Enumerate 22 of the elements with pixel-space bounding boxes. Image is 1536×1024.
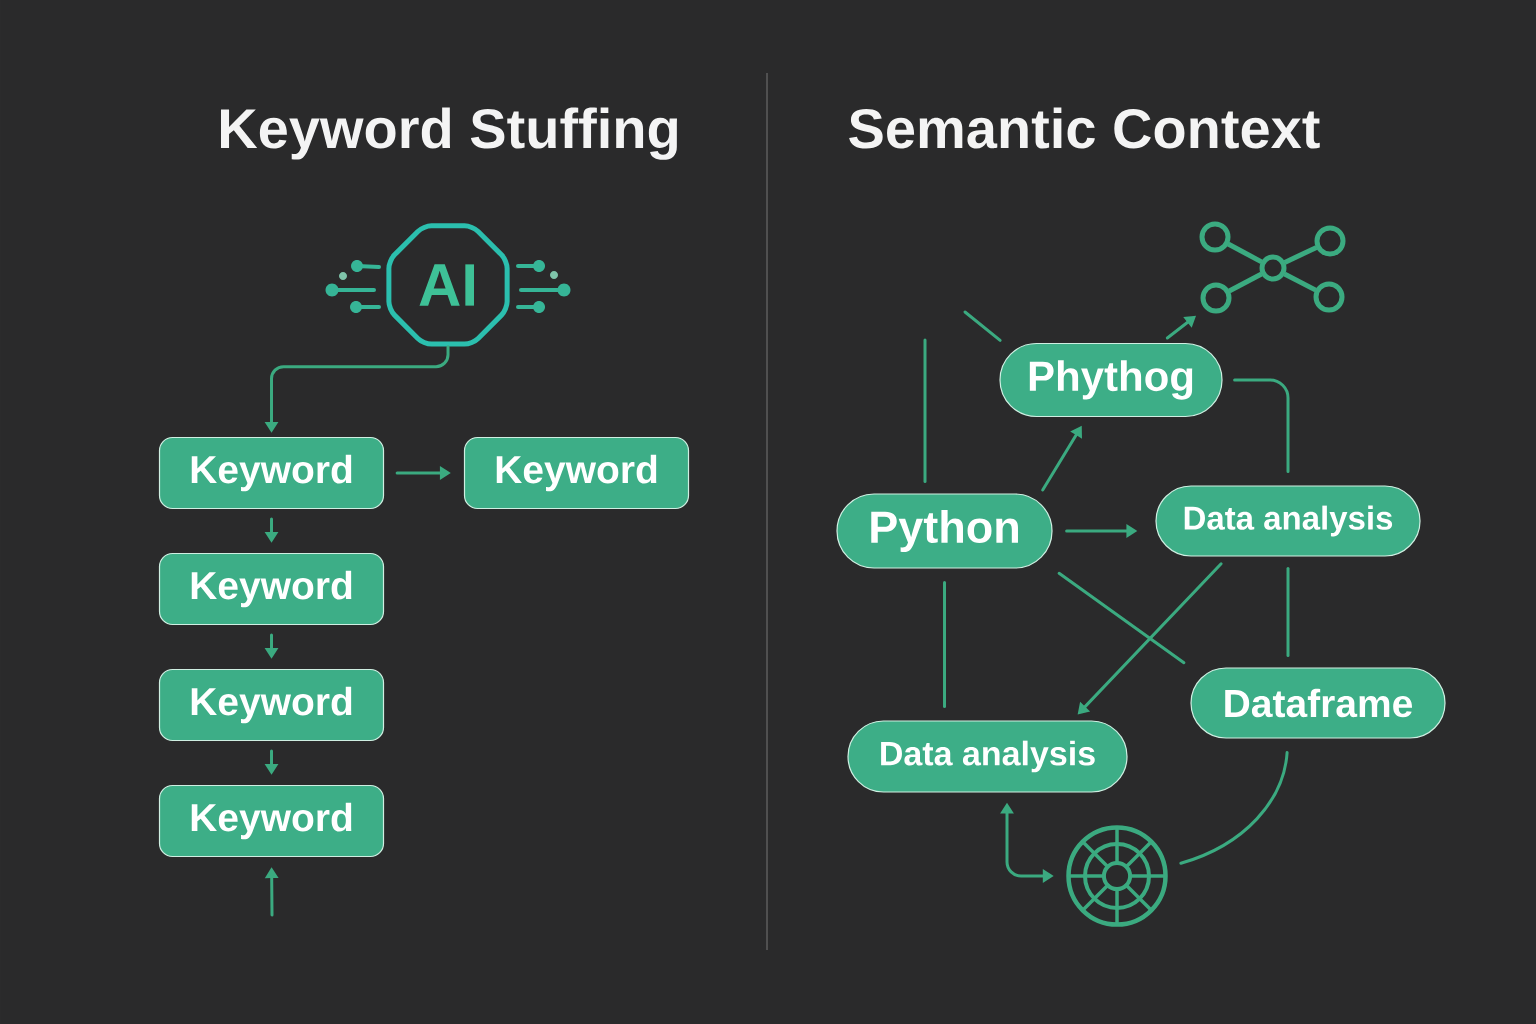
rounded-box: Keyword (158, 784, 385, 858)
connector-line (1057, 571, 1186, 665)
heading: Keyword Stuffing (221, 107, 677, 160)
rounded-box: Keyword (158, 436, 385, 510)
connector-line (923, 338, 927, 483)
rounded-box: Keyword (463, 436, 690, 510)
connector-line (1233, 378, 1290, 473)
pill-box: Data analysis (847, 720, 1128, 793)
heading: Semantic Context (849, 107, 1320, 149)
pill-box: Python (836, 493, 1053, 569)
rounded-box: Keyword (158, 552, 385, 626)
connector-line (1179, 751, 1289, 865)
pill-box: Dataframe (1190, 667, 1446, 739)
rounded-box: Keyword (158, 668, 385, 742)
connector-line (963, 310, 1002, 342)
network-icon (1199, 221, 1346, 314)
connector-line (1286, 567, 1290, 657)
connector-line (943, 581, 946, 708)
wheel-icon (1066, 825, 1168, 927)
octagon-node: AI (386, 223, 510, 347)
pill-box: Data analysis (1155, 485, 1421, 557)
pill-box: Phythog (999, 342, 1223, 418)
